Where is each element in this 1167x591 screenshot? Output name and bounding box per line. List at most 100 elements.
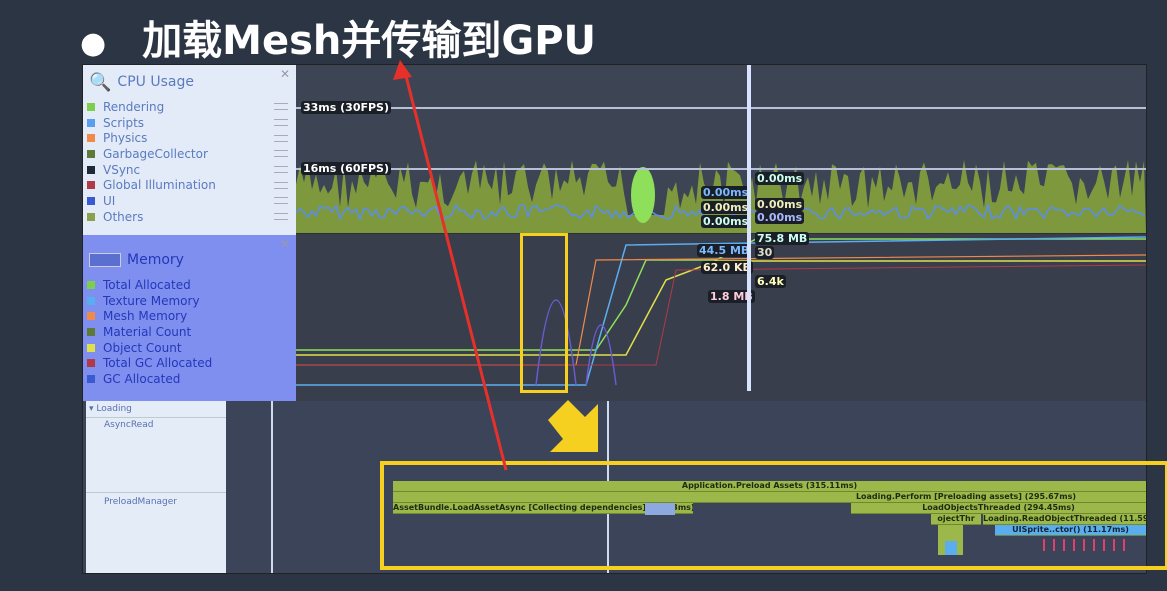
spike [631,167,655,223]
legend-label: Texture Memory [103,293,200,308]
group-label: Loading [96,404,132,414]
legend-label: Scripts [103,115,145,130]
legend-label: Total GC Allocated [103,356,213,371]
legend-label: Physics [103,131,148,146]
label-16ms: 16ms (60FPS) [301,162,392,175]
color-swatch [87,327,95,336]
color-swatch [87,280,95,289]
bar-object-threaded[interactable]: ojectThr [931,514,981,525]
object-count-line [296,260,1146,356]
perform-text: Loading.Perform [Preloading assets] (295… [855,492,1076,501]
legend-item-scripts[interactable]: Scripts [83,115,296,131]
drag-handle-icon[interactable] [274,134,288,142]
gi-value: 0.00ms [755,198,805,211]
legend-item-total-allocated[interactable]: Total Allocated [83,277,296,293]
frame-cursor[interactable] [747,65,751,391]
line-33ms [296,107,1146,109]
slide-title: ●加载Mesh并传输到GPU [80,18,597,64]
timeline-marker [271,401,273,573]
color-swatch [87,102,95,111]
legend-item-rendering[interactable]: Rendering [83,99,296,115]
legend-item-mesh-memory[interactable]: Mesh Memory [83,308,296,324]
color-swatch [87,149,95,158]
scripts-value: 0.00ms [701,186,751,199]
gc-alloc-spikes [535,299,617,386]
legend-label: Material Count [103,324,192,339]
color-swatch [87,181,95,190]
drag-handle-icon[interactable] [274,119,288,127]
bar-loading-perform[interactable]: Loading.Perform [Preloading assets] (295… [393,492,1146,503]
timeline[interactable]: ▾ Loading AsyncRead PreloadManager Appli… [83,401,1146,573]
drag-handle-icon[interactable] [274,150,288,158]
color-swatch [87,165,95,174]
bar-loadassetasync[interactable]: AssetBundle.LoadAssetAsync [Collecting d… [393,503,693,514]
red-arrow-icon [403,71,508,471]
drag-handle-icon[interactable] [274,103,288,111]
legend-label: Mesh Memory [103,309,188,324]
color-swatch [87,296,95,305]
legend-label: UI [103,193,116,208]
group-loading[interactable]: ▾ Loading [86,401,226,418]
gc-line [296,264,1146,366]
drag-handle-icon[interactable] [274,213,288,221]
legend-label: Total Allocated [103,277,191,292]
bar-preload-assets[interactable]: Application.Preload Assets (315.11ms) [393,481,1146,492]
drag-handle-icon[interactable] [274,181,288,189]
small-bar [645,503,675,515]
color-swatch [87,212,95,221]
memory-icon [89,253,121,267]
stack-bar-blue [945,541,957,555]
legend-item-ui[interactable]: UI [83,193,296,209]
legend-item-total-gc-allocated[interactable]: Total GC Allocated [83,355,296,371]
legend-item-vsync[interactable]: VSync [83,162,296,178]
physics-value: 0.00ms [701,201,751,214]
color-swatch [87,374,95,383]
color-swatch [87,343,95,352]
color-swatch [87,312,95,321]
thread-asyncread: AsyncRead [86,418,226,493]
legend-item-object-count[interactable]: Object Count [83,340,296,356]
legend-item-garbagecollector[interactable]: GarbageCollector [83,146,296,162]
legend-item-material-count[interactable]: Material Count [83,324,296,340]
bar-loadobjectsthreaded[interactable]: LoadObjectsThreaded (294.45ms) [851,503,1146,514]
drag-handle-icon[interactable] [274,197,288,205]
highlight-box-spike [520,233,568,393]
material-value: 30 [755,246,775,259]
line-16ms [296,168,1146,170]
mesh-value: 62.0 KB [701,261,753,274]
legend-label: VSync [103,162,141,177]
gc-alloc-value: 1.8 MB [708,290,755,303]
highlight-box-timeline [380,461,1167,570]
cpu-title: CPU Usage [117,74,194,90]
legend-label: GC Allocated [103,371,181,386]
memory-title: Memory [127,252,184,268]
color-swatch [87,359,95,368]
close-icon[interactable]: ✕ [279,237,290,251]
red-arrowhead-icon [393,60,412,80]
legend-item-global-illumination[interactable]: Global Illumination [83,177,296,193]
legend-item-others[interactable]: Others [83,209,296,225]
legend-label: Rendering [103,99,165,114]
gc-markers [1043,539,1133,551]
texture-value: 44.5 MB [697,244,752,257]
object-count-value: 6.4k [755,275,786,288]
bar-uisprite-ctor[interactable]: UISprite..ctor() (11.17ms) [995,525,1146,536]
legend-item-gc-allocated[interactable]: GC Allocated [83,371,296,387]
legend-label: Global Illumination [103,178,216,193]
legend-item-physics[interactable]: Physics [83,130,296,146]
title-text: 加载Mesh并传输到GPU [142,18,597,64]
memory-header: Memory [83,243,296,277]
close-icon[interactable]: ✕ [279,67,290,81]
bar-readobjectthreaded[interactable]: Loading.ReadObjectThreaded (11.59ms) [983,514,1146,525]
gc-value: 0.00ms [701,215,751,228]
legend-item-texture-memory[interactable]: Texture Memory [83,293,296,309]
legend-label: Object Count [103,340,182,355]
legend-label: GarbageCollector [103,146,208,161]
drag-handle-icon[interactable] [274,166,288,174]
ui-value: 0.00ms [755,211,805,224]
color-swatch [87,134,95,143]
